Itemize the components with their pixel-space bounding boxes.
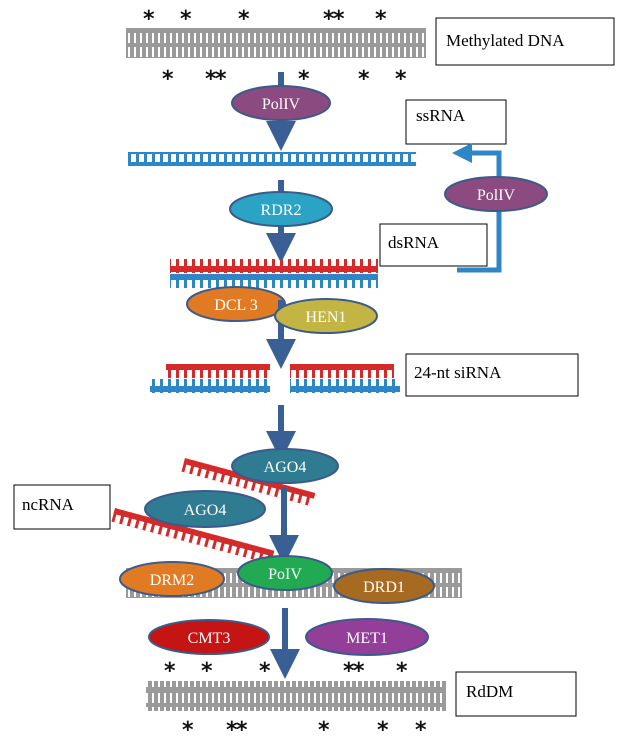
- dcl3-label: DCL 3: [214, 297, 257, 314]
- dsrna-box: dsRNA: [379, 223, 488, 267]
- methyl-mark: *: [343, 659, 355, 684]
- rddm-dna-strand: [146, 681, 446, 711]
- ssrna-box: ssRNA: [405, 99, 507, 145]
- methyl-mark: *: [180, 7, 192, 32]
- methyl-mark: *: [226, 718, 238, 741]
- methyl-mark: *: [377, 718, 389, 741]
- sirna-duplex-left: [150, 364, 270, 393]
- polV-label: PoIV: [268, 566, 302, 583]
- ago4-enzyme-a: AGO4: [231, 448, 339, 484]
- methyl-mark: *: [395, 67, 407, 92]
- drd1-label: DRD1: [363, 579, 405, 596]
- methyl-mark: *: [236, 718, 248, 741]
- dsrna-label: dsRNA: [388, 233, 440, 252]
- polV-enzyme: PoIV: [237, 555, 333, 591]
- sirna-label: 24-nt siRNA: [414, 363, 502, 382]
- sirna-duplex-right: [290, 364, 400, 393]
- polIV-label: PolIV: [262, 96, 301, 113]
- ago4-enzyme-b: AGO4: [144, 490, 266, 528]
- methyl-mark: *: [162, 67, 174, 92]
- methyl-mark: *: [201, 659, 213, 684]
- rdr2-label: RDR2: [261, 202, 302, 219]
- methyl-mark: *: [353, 659, 365, 684]
- ago4-b-label: AGO4: [184, 502, 227, 519]
- methyl-mark: *: [396, 659, 408, 684]
- methyl-mark: *: [164, 659, 176, 684]
- methyl-mark: *: [259, 659, 271, 684]
- drd1-enzyme: DRD1: [333, 568, 435, 604]
- ssrna-label: ssRNA: [416, 106, 466, 125]
- drm2-enzyme: DRM2: [119, 561, 225, 597]
- methyl-mark: *: [143, 7, 155, 32]
- methyl-mark: *: [323, 7, 335, 32]
- methylated-dna-label: Methylated DNA: [446, 31, 565, 50]
- sirna-box: 24-nt siRNA: [405, 353, 579, 397]
- polIV-enzyme-loop: PolIV: [444, 176, 548, 212]
- cmt3-enzyme: CMT3: [148, 619, 270, 655]
- drm2-label: DRM2: [150, 572, 194, 589]
- ncrna-label: ncRNA: [22, 495, 75, 514]
- polIV-enzyme-top: PolIV: [231, 85, 331, 121]
- methylated-dna-strand: [126, 28, 426, 58]
- methyl-mark: *: [358, 67, 370, 92]
- methyl-marks-top: * * * * * * * * * * * *: [143, 7, 407, 92]
- methyl-mark: *: [238, 7, 250, 32]
- cmt3-label: CMT3: [188, 630, 231, 647]
- hen1-enzyme: HEN1: [274, 298, 378, 334]
- hen1-label: HEN1: [306, 309, 347, 326]
- methyl-mark: *: [375, 7, 387, 32]
- met1-label: MET1: [346, 630, 388, 647]
- rddm-label: RdDM: [466, 682, 513, 701]
- met1-enzyme: MET1: [305, 618, 429, 656]
- methyl-mark: *: [298, 67, 310, 92]
- methyl-mark: *: [182, 718, 194, 741]
- polIV-loop-label: PolIV: [477, 187, 516, 204]
- rddm-box: RdDM: [455, 671, 577, 717]
- methylated-dna-box: Methylated DNA: [435, 17, 615, 66]
- methyl-mark: *: [333, 7, 345, 32]
- ssrna-strand: [128, 152, 416, 166]
- methyl-mark: *: [415, 718, 427, 741]
- ncrna-strand: [111, 508, 275, 565]
- methyl-mark: *: [318, 718, 330, 741]
- methyl-mark: *: [205, 67, 217, 92]
- ncrna-box: ncRNA: [13, 484, 111, 530]
- dsrna-duplex: [170, 259, 378, 288]
- rdr2-enzyme: RDR2: [229, 191, 333, 227]
- dcl3-enzyme: DCL 3: [186, 286, 286, 322]
- ago4-a-label: AGO4: [264, 459, 307, 476]
- methyl-marks-bottom: * * * * * * * * * * * *: [164, 659, 427, 741]
- methyl-mark: *: [215, 67, 227, 92]
